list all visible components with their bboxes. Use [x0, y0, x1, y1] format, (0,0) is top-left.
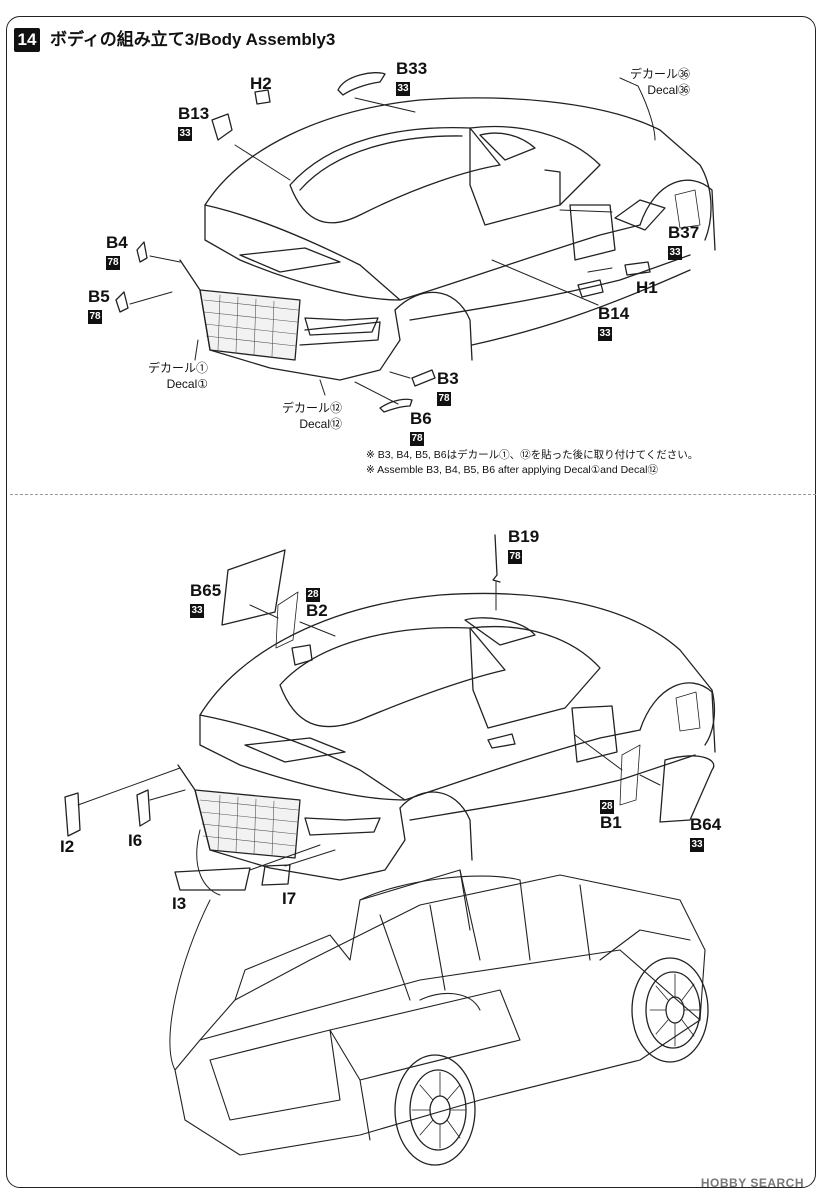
decal12-jp: デカール⑫	[281, 401, 342, 415]
part-number: 33	[190, 604, 204, 618]
part-b13-shape	[211, 113, 233, 141]
part-name: B33	[396, 59, 428, 78]
part-name: B37	[668, 223, 700, 242]
part-label-b13: B13 33	[178, 105, 209, 141]
part-b64-shape	[659, 755, 715, 823]
part-label-h1: H1	[636, 279, 658, 297]
part-label-b6: B6 78	[410, 410, 432, 446]
part-b65-shape	[221, 549, 286, 626]
bottom-arrows	[77, 581, 661, 1071]
part-label-b14: B14 33	[598, 305, 629, 341]
part-name: B13	[178, 104, 210, 123]
part-label-b2: 28 B2	[306, 584, 328, 620]
part-number: 78	[410, 432, 424, 446]
part-number: 33	[668, 246, 682, 260]
part-i7-shape	[261, 864, 291, 886]
part-number: 78	[508, 550, 522, 564]
part-name: B3	[437, 369, 459, 388]
part-name: B2	[306, 601, 328, 620]
part-label-b33: B33 33	[396, 60, 427, 96]
part-number: 78	[106, 256, 120, 270]
part-label-b64: B64 33	[690, 816, 721, 852]
part-name: B1	[600, 813, 622, 832]
part-b5-shape	[115, 291, 129, 313]
decal1-jp: デカール①	[147, 361, 208, 375]
part-b4-shape	[136, 241, 148, 263]
part-i3-shape	[174, 867, 251, 891]
part-label-b5: B5 78	[88, 288, 110, 324]
part-label-b1: 28 B1	[600, 796, 622, 832]
decal36-label: デカール㊱ Decal㊱	[610, 66, 690, 98]
part-number: 33	[690, 838, 704, 852]
section-divider	[10, 494, 816, 495]
assembly-note: ※ B3, B4, B5, B6はデカール①、⑫を貼った後に取り付けてください。…	[366, 448, 698, 478]
part-b6-shape	[379, 398, 413, 413]
part-label-h2: H2	[250, 75, 272, 93]
part-name: B14	[598, 304, 630, 323]
part-name: H2	[250, 74, 272, 93]
part-number: 33	[178, 127, 192, 141]
part-name: B65	[190, 581, 222, 600]
part-label-b3: B3 78	[437, 370, 459, 406]
part-h1-shape	[624, 261, 651, 276]
part-name: B5	[88, 287, 110, 306]
part-b1-shape	[619, 744, 641, 806]
bottom-car-body	[177, 592, 716, 881]
decal12-en: Decal⑫	[299, 417, 342, 431]
decal1-en: Decal①	[166, 377, 208, 391]
note-jp: ※ B3, B4, B5, B6はデカール①、⑫を貼った後に取り付けてください。	[366, 449, 699, 461]
rear-wheel	[631, 957, 709, 1063]
bottom-part-shapes	[64, 534, 715, 891]
part-h2-shape	[254, 89, 271, 105]
part-number: 28	[600, 800, 614, 814]
part-number: 78	[437, 392, 451, 406]
part-name: I7	[282, 889, 297, 908]
step-number-badge: 14	[14, 28, 40, 52]
part-label-b4: B4 78	[106, 234, 128, 270]
watermark: HOBBY SEARCH	[700, 1176, 804, 1190]
part-number: 33	[598, 327, 612, 341]
part-label-b37: B37 33	[668, 224, 699, 260]
part-i2-shape	[64, 792, 81, 837]
part-b2-mirror-shape	[291, 644, 313, 666]
chassis	[174, 869, 706, 1156]
part-label-i6: I6	[128, 832, 142, 850]
part-name: B19	[508, 527, 540, 546]
front-wheel	[394, 1054, 476, 1166]
note-en: ※ Assemble B3, B4, B5, B6 after applying…	[366, 464, 658, 476]
top-arrows	[129, 77, 656, 405]
top-part-shapes	[115, 72, 666, 413]
part-name: B6	[410, 409, 432, 428]
part-b3-shape	[411, 369, 436, 387]
decal36-jp: デカール㊱	[629, 67, 690, 81]
part-number: 33	[396, 82, 410, 96]
part-b37-shape	[614, 199, 666, 231]
part-b14-shape	[577, 279, 604, 298]
part-number: 28	[306, 588, 320, 602]
part-number: 78	[88, 310, 102, 324]
decal12-label: デカール⑫ Decal⑫	[262, 400, 342, 432]
step-title: ボディの組み立て3/Body Assembly3	[50, 30, 336, 49]
part-name: B4	[106, 233, 128, 252]
part-label-b19: B19 78	[508, 528, 539, 564]
decal1-label: デカール① Decal①	[130, 360, 208, 392]
part-name: B64	[690, 815, 722, 834]
part-name: I3	[172, 894, 187, 913]
page-frame	[6, 16, 816, 1188]
decal36-en: Decal㊱	[647, 83, 690, 97]
part-name: I6	[128, 831, 143, 850]
top-car-body	[179, 97, 716, 381]
part-b2-shape	[275, 591, 299, 649]
part-b33-shape	[337, 72, 386, 96]
part-name: I2	[60, 837, 75, 856]
part-label-b65: B65 33	[190, 582, 221, 618]
part-b19-shape	[492, 534, 501, 583]
part-name: H1	[636, 278, 658, 297]
part-label-i7: I7	[282, 890, 296, 908]
part-i6-shape	[136, 789, 151, 827]
part-label-i2: I2	[60, 838, 74, 856]
part-label-i3: I3	[172, 895, 186, 913]
